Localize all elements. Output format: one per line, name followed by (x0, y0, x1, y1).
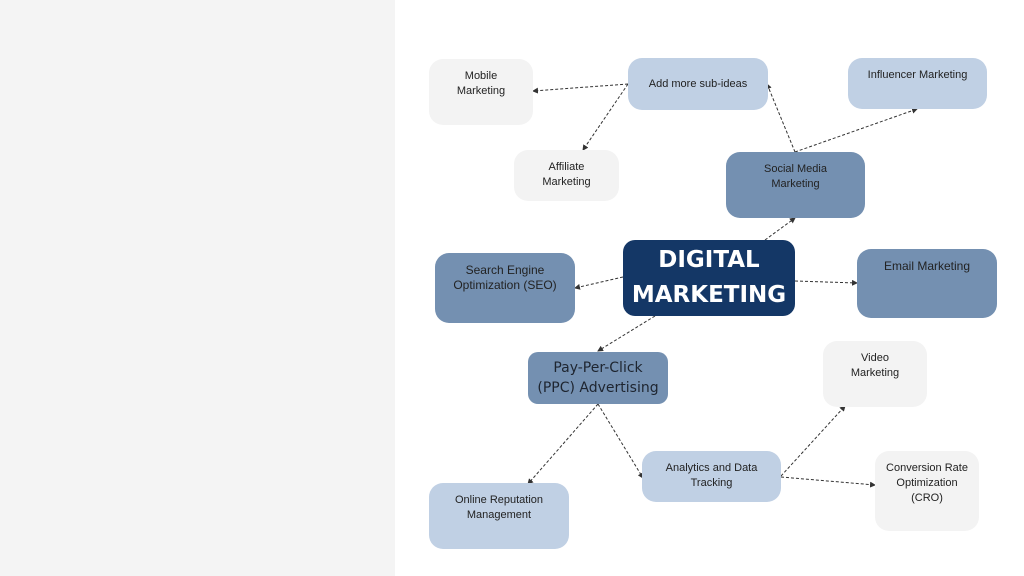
edge-ppc-analytics (597, 403, 644, 479)
node-affiliate-marketing: Affiliate Marketing (514, 150, 619, 201)
node-social-media-marketing: Social Media Marketing (726, 152, 865, 218)
edge-center-social (764, 217, 796, 241)
node-ppc-advertising: Pay-Per-Click (PPC) Advertising (528, 352, 668, 404)
edge-addideas-affiliate (582, 83, 629, 151)
edge-analytics-video (780, 405, 846, 477)
edge-social-addideas (766, 83, 796, 153)
edge-addideas-mobile (532, 83, 629, 94)
node-video-marketing: Video Marketing (823, 341, 927, 407)
node-digital-marketing-center: DIGITAL MARKETING (623, 240, 795, 316)
node-seo: Search Engine Optimization (SEO) (435, 253, 575, 323)
node-mobile-marketing: Mobile Marketing (429, 59, 533, 125)
node-add-sub-ideas: Add more sub-ideas (628, 58, 768, 110)
edge-ppc-reputation (527, 403, 599, 485)
node-online-reputation-management: Online Reputation Management (429, 483, 569, 549)
node-email-marketing: Email Marketing (857, 249, 997, 318)
node-analytics-data-tracking: Analytics and Data Tracking (642, 451, 781, 502)
node-conversion-rate-optimization: Conversion Rate Optimization (CRO) (875, 451, 979, 531)
left-blank-panel (0, 0, 395, 576)
edge-center-seo (574, 276, 624, 290)
edge-center-email (794, 279, 858, 286)
node-influencer-marketing: Influencer Marketing (848, 58, 987, 109)
edge-analytics-cro (780, 476, 876, 488)
edge-social-influencer (794, 107, 918, 153)
edge-center-ppc (597, 315, 656, 352)
